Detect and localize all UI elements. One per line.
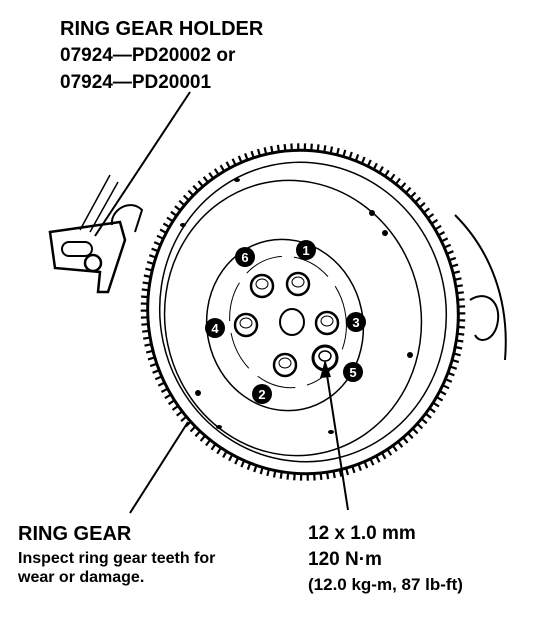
flywheel-face — [163, 179, 423, 457]
sequence-number: 3 — [352, 315, 359, 330]
bolt-1 — [285, 271, 311, 297]
sequence-badge-2: 2 — [252, 384, 272, 404]
bolt-torque-nm: 120 N·m — [308, 549, 382, 570]
holder-part-number-1: 07924—PD20002 or — [60, 45, 236, 66]
bolt-3 — [314, 310, 340, 336]
holder-part-number-2: 07924—PD20001 — [60, 72, 212, 93]
gear-tooth-set — [140, 143, 466, 481]
sequence-number: 2 — [258, 387, 265, 402]
sequence-number: 1 — [302, 243, 309, 258]
sequence-number: 6 — [241, 250, 248, 265]
hub-inner-ring — [229, 255, 347, 389]
sequence-badge-6: 6 — [235, 247, 255, 267]
bolt-leader-line — [324, 361, 349, 511]
bolt-4 — [233, 312, 259, 338]
ring-gear-holder-tool — [48, 174, 144, 294]
center-hole — [279, 308, 305, 336]
ring-gear-inspection-note: Inspect ring gear teeth for wear or dama… — [18, 550, 216, 587]
bolt-2 — [272, 352, 298, 378]
bolt-leader-arrowhead — [320, 360, 331, 378]
ring-gear-outer — [146, 148, 460, 476]
flywheel-hub — [205, 238, 365, 412]
bolt-size-label: 12 x 1.0 mm — [308, 523, 416, 544]
sequence-number: 5 — [349, 365, 356, 380]
bolt-6 — [249, 273, 275, 299]
face-holes — [180, 178, 413, 434]
ring-gear-label-title: RING GEAR — [18, 523, 132, 545]
sequence-badge-3: 3 — [346, 312, 366, 332]
engine-block-outline — [454, 214, 507, 361]
holder-leader-line — [94, 91, 191, 237]
sequence-badge-5: 5 — [343, 362, 363, 382]
sequence-badge-4: 4 — [205, 318, 225, 338]
bolt-torque-alt: (12.0 kg-m, 87 lb-ft) — [308, 575, 463, 594]
ring-gear-leader-line — [129, 421, 189, 514]
sequence-number: 4 — [211, 321, 219, 336]
sequence-badge-1: 1 — [296, 240, 316, 260]
flywheel-rim — [158, 161, 448, 463]
ring-gear-teeth — [140, 143, 466, 481]
holder-label-title: RING GEAR HOLDER — [60, 18, 264, 40]
